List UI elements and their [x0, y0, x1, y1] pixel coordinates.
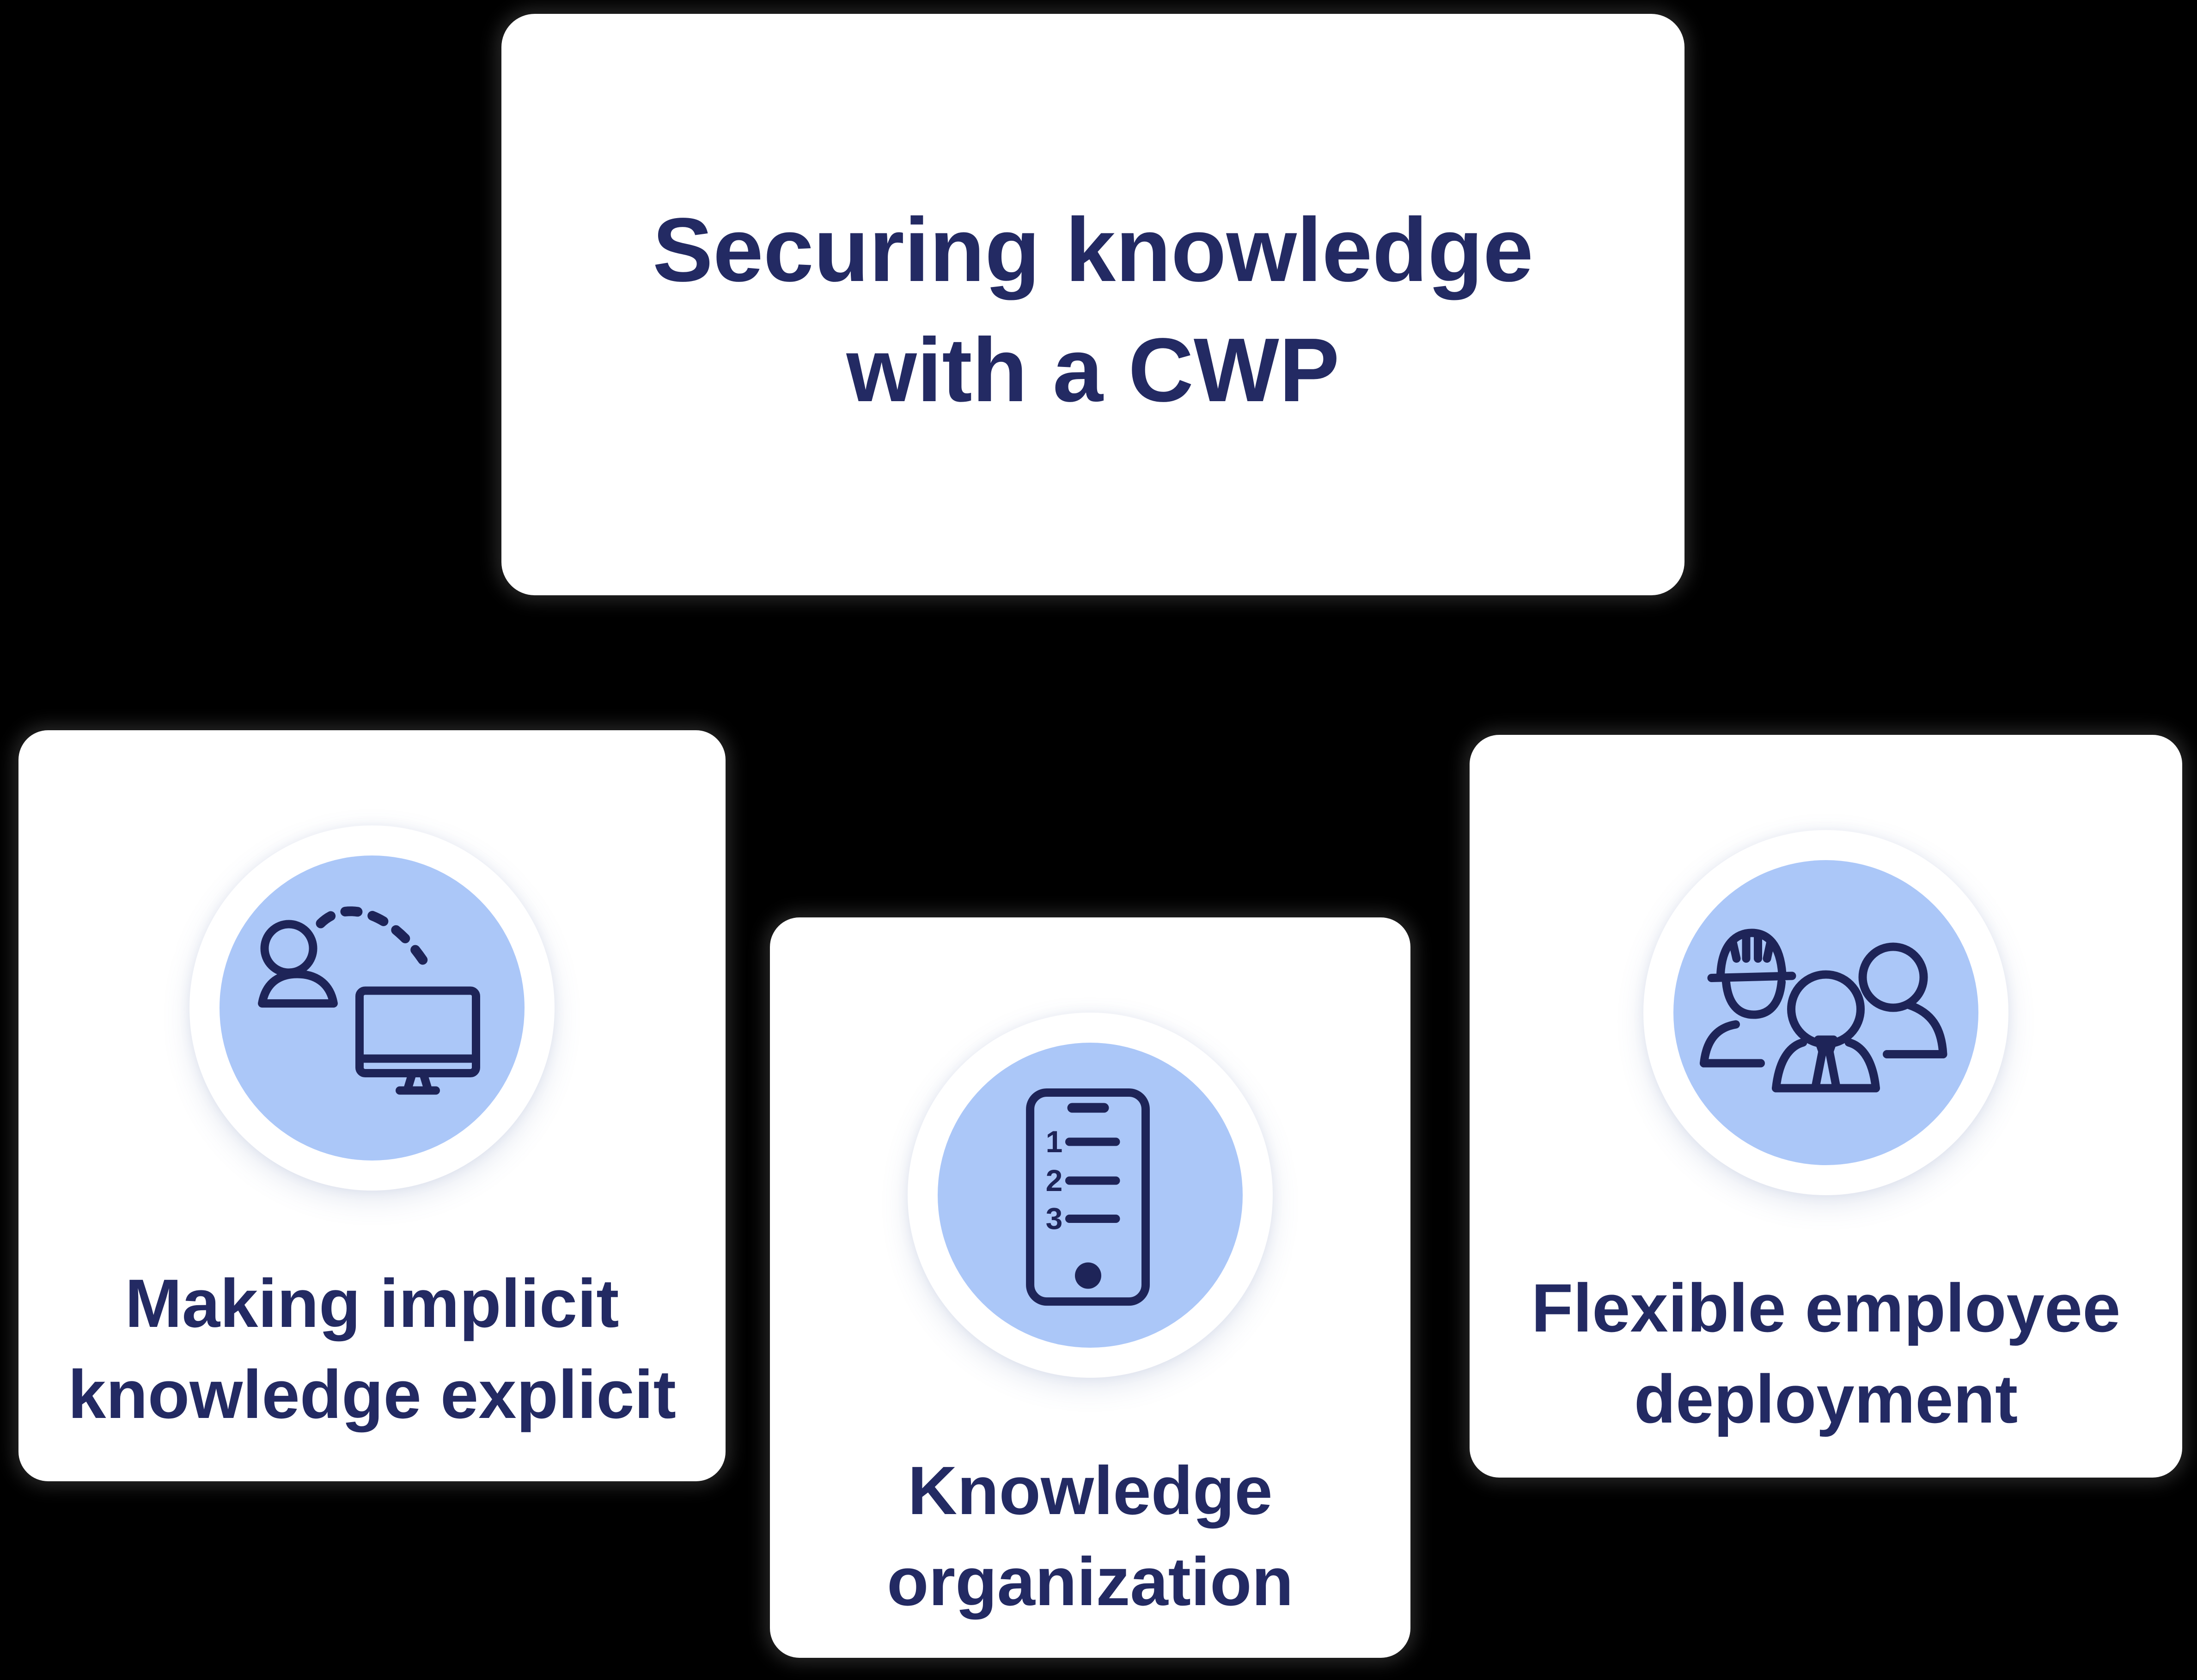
card-title-line2: deployment — [1634, 1361, 2018, 1437]
page-title-line1: Securing knowledge — [653, 199, 1533, 300]
page-title: Securing knowledge with a CWP — [653, 179, 1533, 430]
icon-blue-circle — [1673, 860, 1978, 1165]
card-title-line1: Making implicit — [125, 1265, 619, 1342]
card-title-line1: Knowledge — [908, 1453, 1273, 1529]
icon-blue-circle: 1 2 3 — [938, 1043, 1243, 1348]
card-making-implicit-knowledge-explicit: Making implicit knowledge explicit — [18, 730, 726, 1481]
list-number-1: 1 — [1046, 1124, 1063, 1159]
page-title-line2: with a CWP — [846, 319, 1340, 421]
team-icon — [1643, 830, 2008, 1195]
list-number-2: 2 — [1046, 1163, 1063, 1197]
list-number-3: 3 — [1046, 1202, 1063, 1236]
card-flexible-employee-deployment: Flexible employee deployment — [1470, 735, 2182, 1478]
card-title: Knowledge organization — [887, 1445, 1294, 1627]
card-title-line2: organization — [887, 1544, 1294, 1620]
icon-blue-circle — [220, 855, 525, 1161]
title-card: Securing knowledge with a CWP — [501, 14, 1684, 595]
card-title: Flexible employee deployment — [1532, 1263, 2121, 1445]
person-to-monitor-icon — [189, 825, 555, 1191]
card-title: Making implicit knowledge explicit — [68, 1258, 676, 1440]
card-title-line2: knowledge explicit — [68, 1356, 676, 1433]
card-title-line1: Flexible employee — [1531, 1270, 2121, 1346]
phone-numbered-list-icon: 1 2 3 — [908, 1013, 1273, 1378]
card-knowledge-organization: 1 2 3 Knowledge organization — [770, 917, 1410, 1658]
